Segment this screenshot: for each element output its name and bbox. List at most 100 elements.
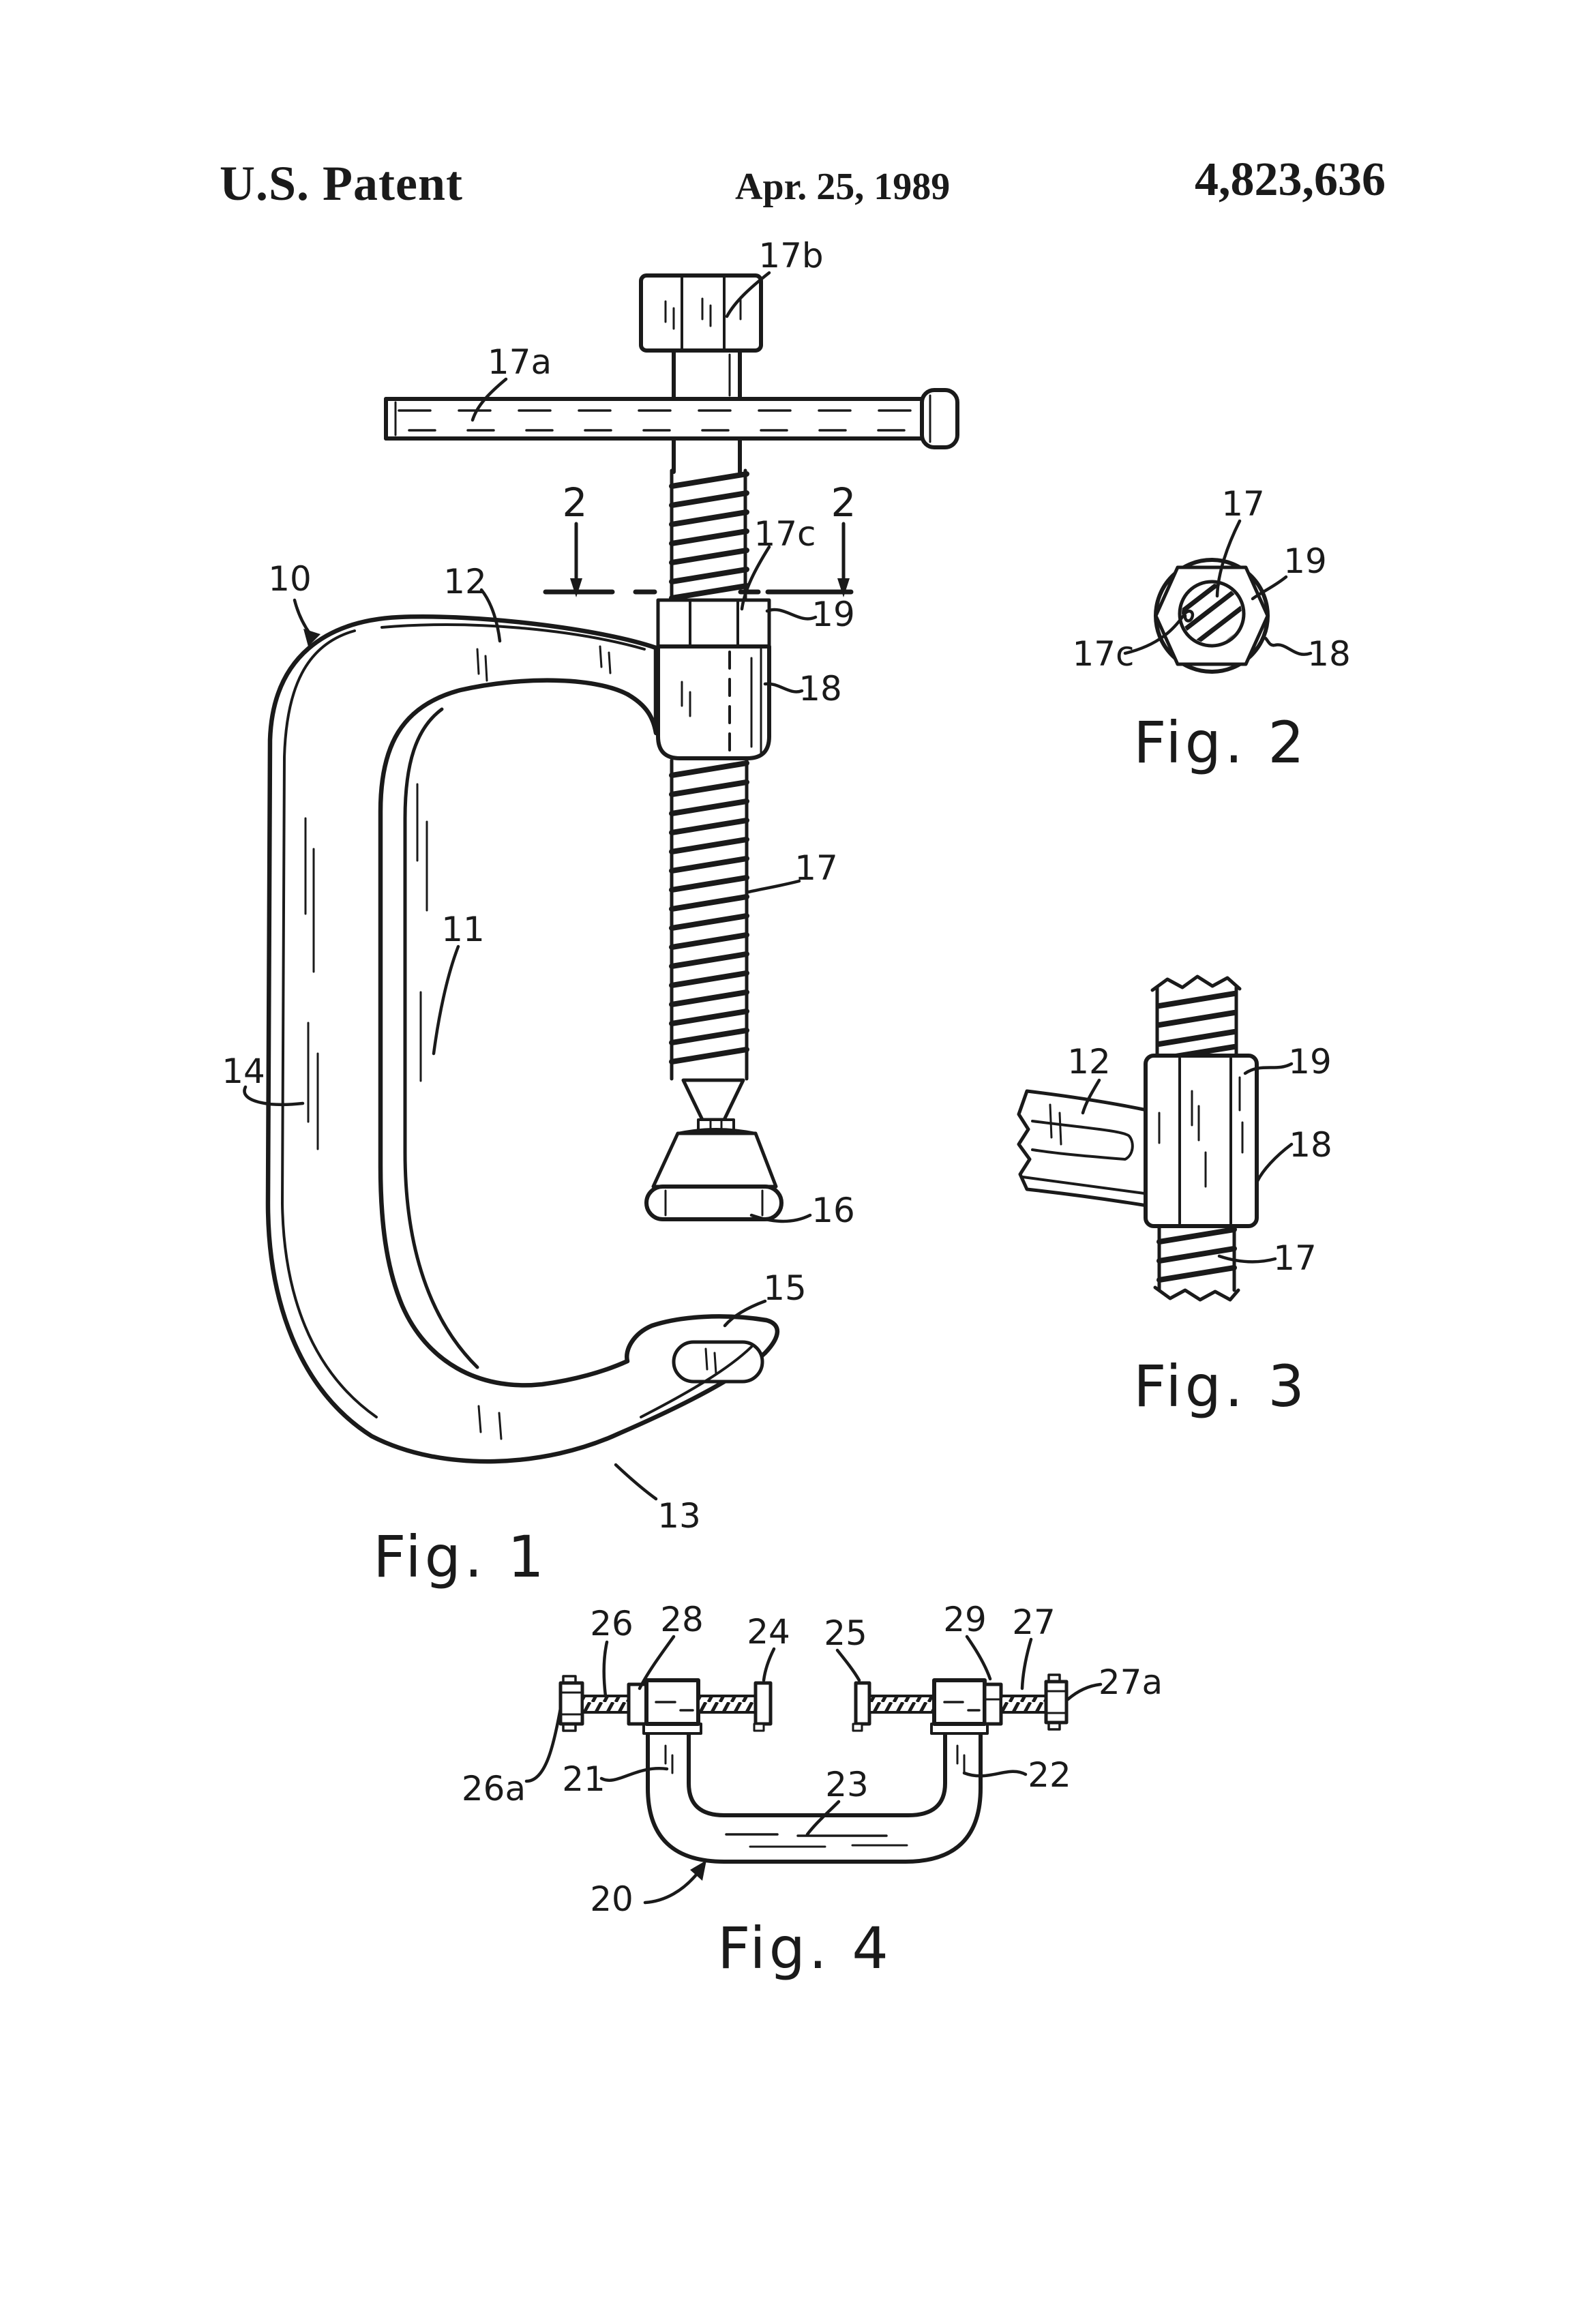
fig2-label-17: 17	[1221, 484, 1265, 524]
fig3-label-12: 12	[1067, 1042, 1111, 1082]
fig1-leader-18	[763, 682, 804, 694]
fig1-nut-collar	[656, 598, 771, 649]
fig4-rod-26	[581, 1695, 630, 1714]
fig4-tab-28	[627, 1682, 648, 1726]
fig4-label-23: 23	[825, 1765, 869, 1804]
fig4-leader-24	[762, 1647, 776, 1682]
fig1-label-12: 12	[443, 562, 487, 601]
fig3-leader-lines	[1081, 1062, 1294, 1264]
fig4-washer-26a	[558, 1681, 584, 1726]
fig3-leader-19	[1243, 1062, 1294, 1075]
fig4-left-screw-assembly	[558, 1675, 773, 1735]
fig1-label-18: 18	[799, 669, 842, 709]
fig1-section-arrow-left	[570, 578, 582, 597]
fig3-label-19: 19	[1288, 1042, 1332, 1082]
fig1-clamp-frame	[265, 614, 780, 1464]
fig4-leader-lines	[524, 1635, 1103, 1905]
fig1-labels: 17b 17a 2 2 17c 19 18 12 10 17 11 14 16 …	[222, 236, 856, 1590]
fig1-label-2-left: 2	[563, 479, 588, 526]
fig4-labels: 26 28 24 25 29 27 27a 26a 21 23 22 20 Fi…	[462, 1600, 1163, 1982]
fig2-leader-lines	[1123, 519, 1313, 656]
fig2-leader-18	[1264, 636, 1313, 656]
fig4-label-27a: 27a	[1099, 1663, 1163, 1702]
fig1-leader-14	[243, 1085, 305, 1106]
fig4-label-20: 20	[590, 1879, 633, 1919]
fig3-clamp-arm	[1017, 1089, 1149, 1208]
fig1-label-17a: 17a	[488, 342, 552, 382]
fig4-frame-detail	[664, 1744, 966, 1848]
fig1-leader-12	[479, 588, 502, 643]
fig3-screw-lower	[1153, 1224, 1240, 1302]
fig1-knob	[639, 273, 763, 353]
fig2-caption: Fig. 2	[1133, 709, 1308, 776]
fig4-right-screw-assembly	[852, 1673, 1069, 1735]
patent-header-title: U.S. Patent	[220, 156, 463, 211]
fig1-leader-lines	[243, 271, 818, 1501]
fig4: 26 28 24 25 29 27 27a 26a 21 23 22 20 Fi…	[462, 1600, 1163, 1982]
fig1-label-13: 13	[657, 1496, 701, 1536]
fig4-label-29: 29	[943, 1600, 987, 1639]
fig4-washer-27a	[1044, 1680, 1069, 1725]
fig1-leader-17b	[725, 271, 771, 318]
fig3-leader-17	[1217, 1254, 1277, 1264]
fig3-leader-18	[1255, 1142, 1294, 1183]
fig4-leader-29	[965, 1635, 992, 1681]
fig1-label-10: 10	[268, 559, 312, 599]
fig4-leader-26a	[524, 1706, 563, 1783]
fig1-nut-body	[656, 644, 771, 760]
fig4-tab-29	[983, 1682, 1003, 1726]
fig1-leader-17a	[471, 377, 508, 422]
fig4-leader-27	[1020, 1637, 1033, 1690]
fig2: 17 19 17c 18 Fig. 2	[1072, 484, 1350, 776]
fig1-anvil-slot	[672, 1340, 764, 1384]
fig2-label-18: 18	[1307, 634, 1351, 674]
fig3-caption: Fig. 3	[1133, 1353, 1308, 1420]
fig1-label-17c: 17c	[753, 514, 816, 554]
fig2-label-17c: 17c	[1072, 634, 1134, 674]
patent-header-number: 4,823,636	[1195, 153, 1386, 206]
fig1-leader-10	[293, 598, 312, 636]
patent-header-date: Apr. 25, 1989	[735, 166, 951, 208]
fig1-label-15: 15	[763, 1268, 807, 1308]
fig1-leader-15	[723, 1299, 767, 1328]
fig1-swivel-nut	[656, 598, 771, 760]
fig3-leader-12	[1081, 1078, 1101, 1115]
fig1-leader-13	[614, 1463, 658, 1501]
fig4-leader-22	[962, 1770, 1028, 1778]
fig1-screw-upper-threads	[672, 468, 747, 602]
fig4-leader-28	[638, 1635, 676, 1690]
fig4-u-frame	[646, 1722, 983, 1864]
fig1-label-16: 16	[811, 1191, 855, 1230]
fig1-label-11: 11	[441, 910, 485, 949]
fig4-rod-25-side	[868, 1695, 936, 1714]
fig4-leader-25	[835, 1648, 861, 1682]
fig4-leader-20	[643, 1872, 699, 1905]
fig4-rod-24-side	[697, 1695, 757, 1714]
fig2-leader-17c	[1123, 609, 1195, 655]
fig1-label-17: 17	[794, 848, 838, 888]
fig1-section-line	[543, 522, 854, 597]
fig1-label-14: 14	[222, 1052, 265, 1091]
fig3-labels: 12 19 18 17 Fig. 3	[1067, 1042, 1332, 1420]
fig4-label-21: 21	[562, 1759, 606, 1799]
fig1-surface-ticks	[304, 645, 717, 1440]
fig1-leader-17c	[740, 545, 771, 611]
fig4-label-27: 27	[1012, 1603, 1056, 1642]
fig4-leader-27a	[1066, 1682, 1103, 1701]
fig1-label-17b: 17b	[758, 236, 823, 275]
fig4-label-26: 26	[590, 1604, 633, 1643]
fig2-leader-17	[1215, 519, 1242, 598]
fig4-leader-23	[805, 1800, 841, 1836]
fig1-handle-end-cap	[920, 388, 959, 449]
fig3-label-18: 18	[1289, 1125, 1332, 1165]
fig4-label-24: 24	[747, 1612, 790, 1652]
fig1-label-2-right: 2	[831, 479, 856, 526]
fig4-leader-21	[599, 1766, 669, 1782]
fig4-flange-25	[854, 1681, 871, 1726]
fig4-caption: Fig. 4	[717, 1915, 892, 1982]
fig1-caption: Fig. 1	[373, 1523, 548, 1590]
fig3-screw-upper	[1150, 974, 1242, 1059]
fig1: 17b 17a 2 2 17c 19 18 12 10 17 11 14 16 …	[222, 236, 959, 1590]
fig1-leader-17	[747, 879, 801, 894]
